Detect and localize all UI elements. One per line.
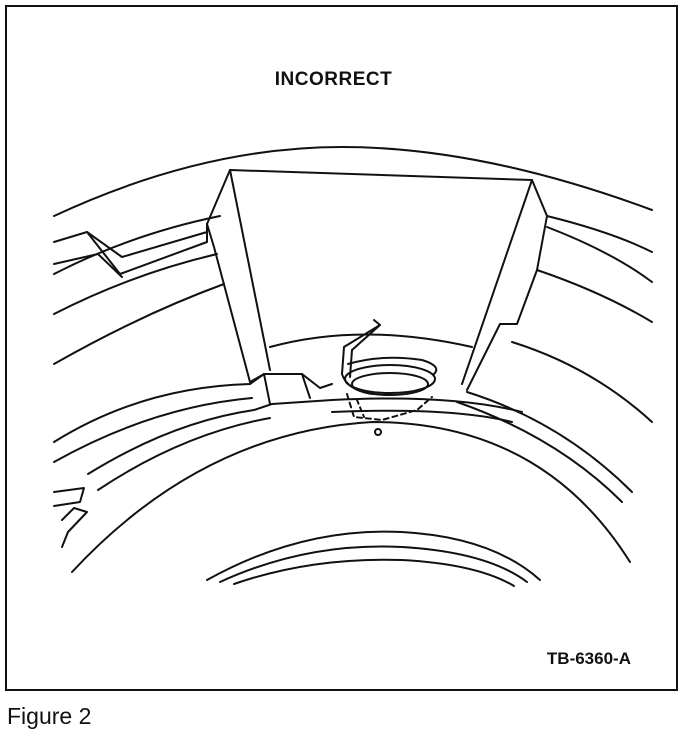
- inner-bore-arc-1: [206, 530, 541, 581]
- spring-hidden-end: [346, 393, 433, 421]
- diagram-title: INCORRECT: [274, 69, 393, 90]
- diagram-code: TB-6360-A: [546, 649, 631, 668]
- figure-caption: Figure 2: [7, 703, 92, 729]
- center-pocket: [206, 169, 548, 225]
- right-arc-2: [511, 341, 653, 423]
- inner-left-arc-1: [53, 253, 218, 315]
- spring-tang: [341, 319, 381, 375]
- left-notch: [53, 487, 85, 507]
- pocket-floor: [269, 333, 473, 348]
- spring-coil-1: [344, 364, 436, 394]
- inner-bore-arc-2: [219, 545, 528, 583]
- lip-ring-1: [53, 373, 333, 443]
- second-rim-arc-right: [546, 215, 653, 253]
- spring-coil-3: [347, 356, 438, 375]
- right-arc-1: [546, 226, 653, 283]
- main-bore-arc: [71, 421, 631, 573]
- outer-rim-arc: [53, 146, 653, 217]
- spring-coil-2: [351, 372, 429, 396]
- lip-ring-2: [53, 397, 253, 463]
- figure-frame: INCORRECT TB-6360-A: [5, 5, 678, 691]
- second-rim-arc: [53, 215, 221, 275]
- spring-end-dot: [374, 428, 382, 436]
- inner-left-arc-2: [53, 283, 225, 365]
- housing-illustration: [53, 146, 653, 587]
- left-boss: [53, 223, 208, 275]
